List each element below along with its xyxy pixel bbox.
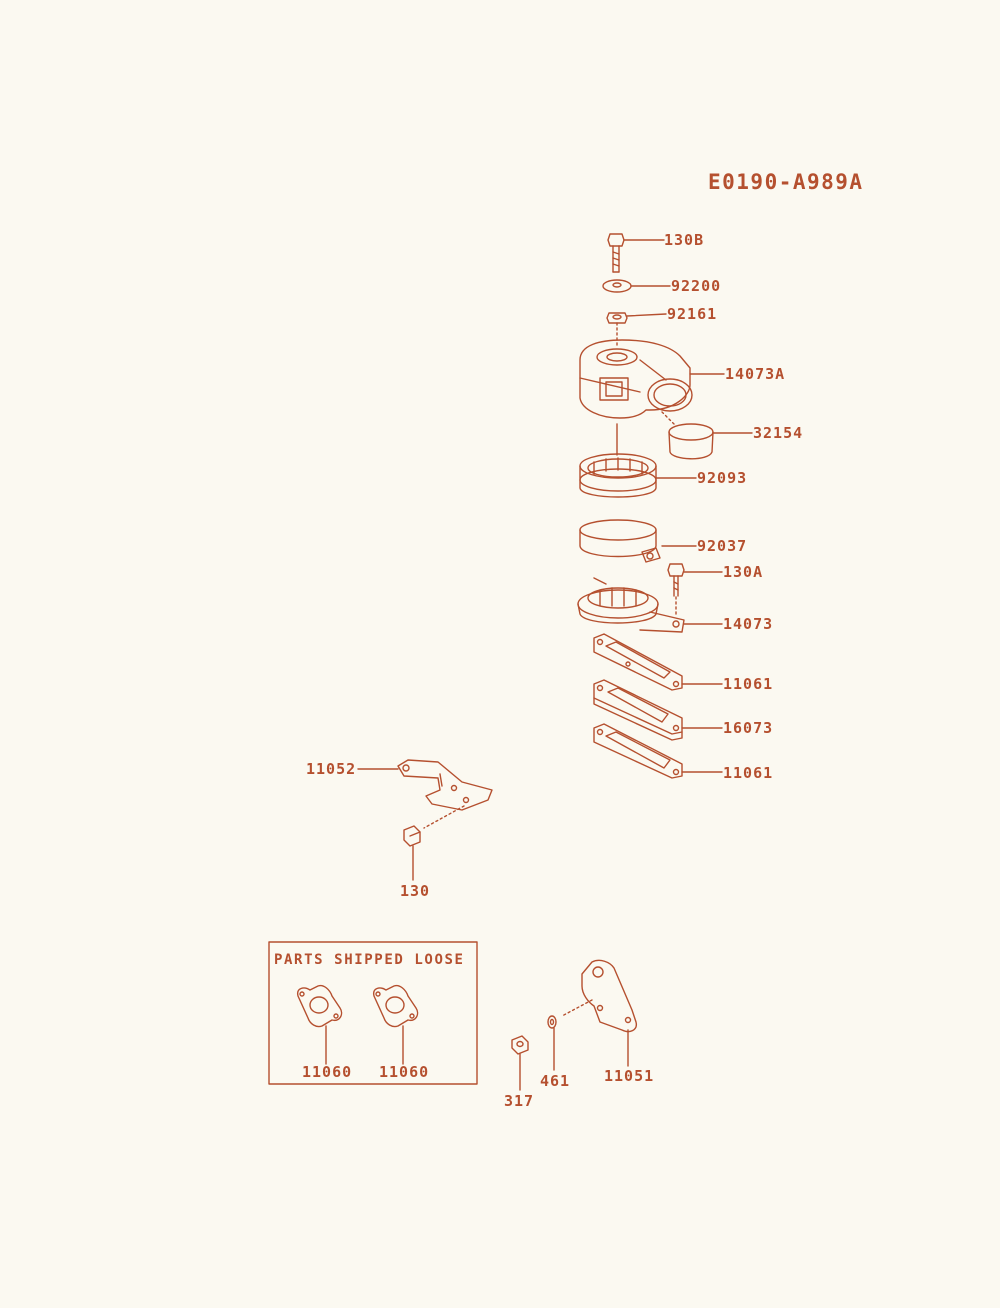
label-11051[interactable]: 11051 xyxy=(604,1067,655,1085)
screw-130A[interactable] xyxy=(667,563,685,597)
base-14073[interactable] xyxy=(577,577,685,633)
collar-92161[interactable] xyxy=(606,312,628,324)
label-16073[interactable]: 16073 xyxy=(723,719,774,737)
axis-line-tube xyxy=(661,411,677,427)
label-11060-a[interactable]: 11060 xyxy=(302,1063,353,1081)
loose-parts-title: PARTS SHIPPED LOOSE xyxy=(274,952,465,968)
label-92093[interactable]: 92093 xyxy=(697,469,748,487)
label-130[interactable]: 130 xyxy=(400,882,431,900)
label-11052[interactable]: 11052 xyxy=(306,760,357,778)
label-11061-upper[interactable]: 11061 xyxy=(723,675,774,693)
label-92037[interactable]: 92037 xyxy=(697,537,748,555)
bracket-11052[interactable] xyxy=(397,759,493,811)
gasket-11060-a[interactable] xyxy=(296,984,343,1028)
label-92200[interactable]: 92200 xyxy=(671,277,722,295)
band-92037[interactable] xyxy=(579,519,661,563)
label-130A[interactable]: 130A xyxy=(723,563,764,581)
axis-line-bracket xyxy=(423,805,465,829)
spacer-16073[interactable] xyxy=(593,679,683,741)
bracket-11051[interactable] xyxy=(581,959,637,1033)
label-14073A[interactable]: 14073A xyxy=(725,365,786,383)
label-11060-b[interactable]: 11060 xyxy=(379,1063,430,1081)
label-92161[interactable]: 92161 xyxy=(667,305,718,323)
label-317[interactable]: 317 xyxy=(504,1092,535,1110)
nut-317[interactable] xyxy=(511,1035,529,1055)
washer-92200[interactable] xyxy=(602,279,632,293)
label-130B[interactable]: 130B xyxy=(664,231,705,249)
axis-line-11051 xyxy=(561,999,593,1017)
bolt-130[interactable] xyxy=(403,825,421,847)
label-461[interactable]: 461 xyxy=(540,1072,571,1090)
label-32154[interactable]: 32154 xyxy=(753,424,804,442)
housing-14073A[interactable] xyxy=(579,339,693,419)
gasket-11061-lower[interactable] xyxy=(593,723,683,779)
tube-32154[interactable] xyxy=(668,423,714,460)
loose-parts-box xyxy=(268,941,478,1085)
gasket-11061-upper[interactable] xyxy=(593,633,683,691)
bolt-130B[interactable] xyxy=(607,233,625,273)
label-14073[interactable]: 14073 xyxy=(723,615,774,633)
gasket-11060-b[interactable] xyxy=(372,984,419,1028)
label-11061-lower[interactable]: 11061 xyxy=(723,764,774,782)
leader-92161 xyxy=(626,313,667,317)
lockwasher-461[interactable] xyxy=(547,1015,557,1029)
diagram-code: E0190-A989A xyxy=(708,170,864,194)
element-92093[interactable] xyxy=(579,453,657,498)
